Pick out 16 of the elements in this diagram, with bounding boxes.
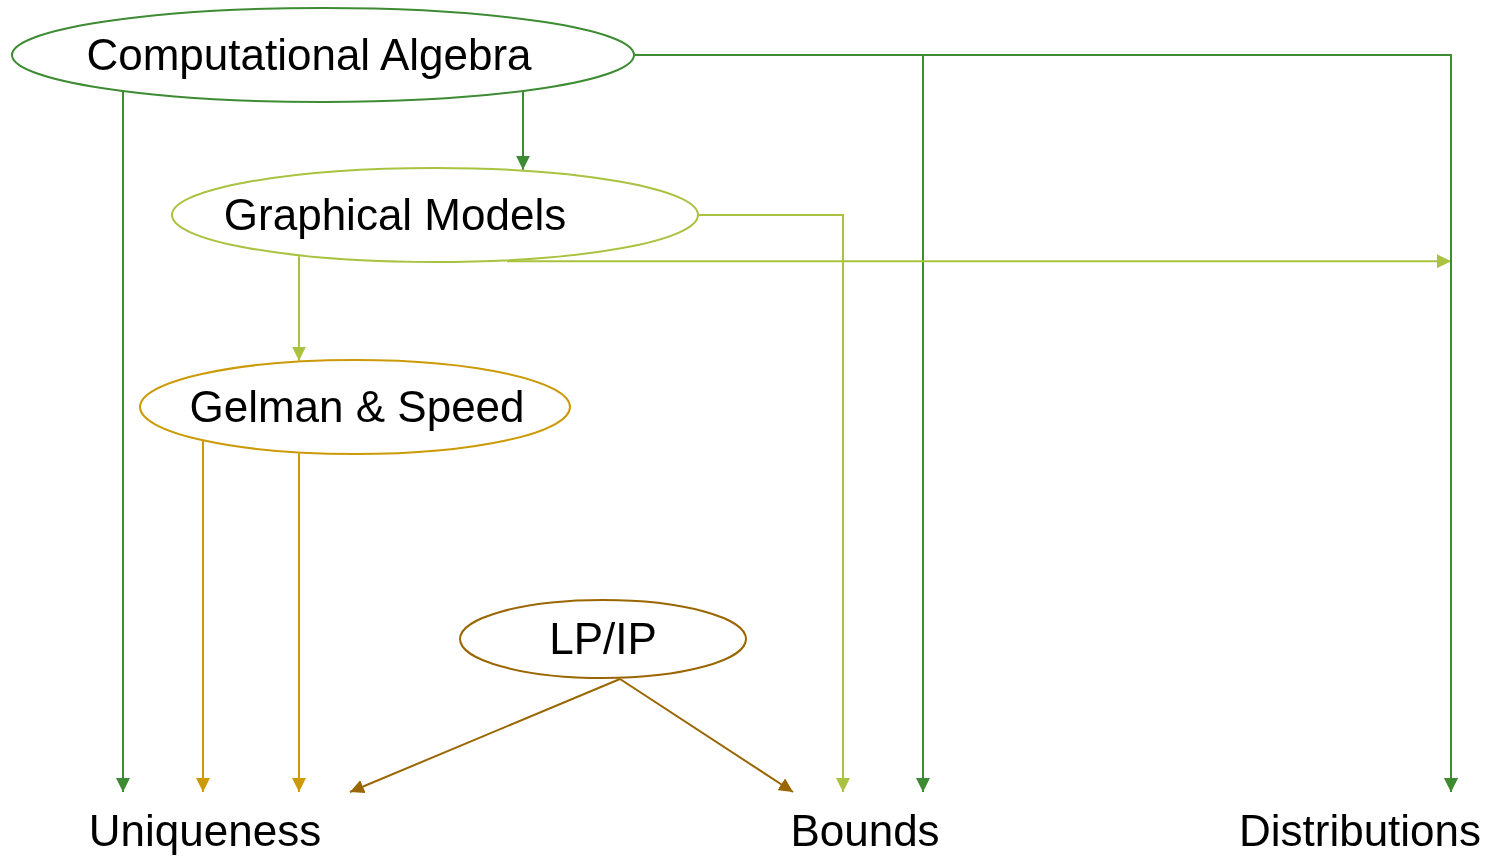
outcome-label: Distributions <box>1238 809 1482 853</box>
arrow <box>292 255 306 362</box>
arrow <box>698 214 850 793</box>
node-label: Computational Algebra <box>86 33 532 77</box>
arrow <box>196 440 210 793</box>
node-label: Gelman & Speed <box>189 385 525 429</box>
arrow <box>634 54 1458 793</box>
node-label: LP/IP <box>549 617 657 661</box>
arrow <box>292 452 306 793</box>
outcome-label: Uniqueness <box>88 809 322 853</box>
outcome-label: Bounds <box>790 809 940 853</box>
arrow <box>349 678 621 794</box>
arrow <box>516 90 530 171</box>
node-label: Graphical Models <box>223 193 567 237</box>
arrow <box>116 90 130 793</box>
arrow <box>619 678 794 793</box>
